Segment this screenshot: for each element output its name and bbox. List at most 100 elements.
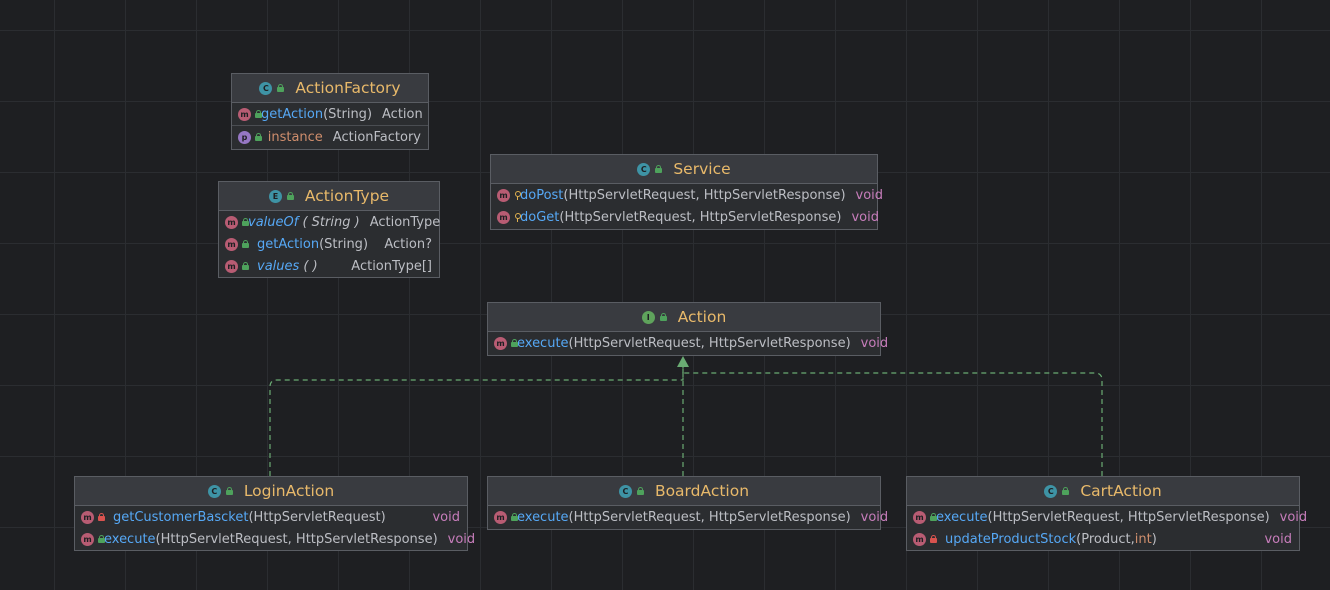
method-icon: m xyxy=(81,510,94,524)
method-name: values xyxy=(257,258,300,274)
method-icon: m xyxy=(497,188,510,202)
method-name: execute xyxy=(936,509,988,525)
method-params: HttpServletRequest, HttpServletResponse xyxy=(160,531,433,547)
method-params: HttpServletRequest, HttpServletResponse xyxy=(573,335,846,351)
abstract-method-icon: m xyxy=(494,336,507,350)
cartaction-realizes-action-line xyxy=(683,372,1103,476)
class-icon: C xyxy=(618,484,632,498)
method-params: String xyxy=(324,236,363,252)
method-name: doPost xyxy=(520,187,564,203)
class-header: C BoardAction xyxy=(488,477,880,506)
return-type: void xyxy=(1279,509,1308,525)
public-lock-icon xyxy=(659,312,668,322)
method-row[interactable]: m execute(HttpServletRequest, HttpServle… xyxy=(907,506,1307,528)
class-header: C Service xyxy=(491,155,877,184)
method-params: HttpServletRequest, HttpServletResponse xyxy=(564,209,837,225)
property-row[interactable]: p instance ActionFactory xyxy=(232,125,428,148)
method-name: updateProductStock xyxy=(945,531,1077,547)
public-lock-icon xyxy=(654,164,663,174)
method-row[interactable]: m values ( ) ActionType[] xyxy=(219,255,439,277)
return-type: void xyxy=(432,509,460,525)
class-name: Action xyxy=(677,308,727,326)
method-name: doGet xyxy=(520,209,560,225)
public-lock-icon xyxy=(241,239,250,249)
private-lock-icon xyxy=(97,512,106,522)
class-header: C CartAction xyxy=(907,477,1299,506)
method-icon: m xyxy=(913,532,926,546)
method-icon: m xyxy=(494,510,507,524)
property-name: instance xyxy=(267,129,323,145)
public-lock-icon xyxy=(241,261,250,271)
private-lock-icon xyxy=(929,534,938,544)
static-method-icon: m xyxy=(225,215,238,229)
enum-actiontype[interactable]: E ActionType m valueOf ( String ) Action… xyxy=(218,181,440,278)
interface-icon: I xyxy=(641,310,655,324)
public-lock-icon xyxy=(1061,486,1070,496)
class-name: ActionType xyxy=(304,187,390,205)
class-actionfactory[interactable]: C ActionFactory m getAction(String) Acti… xyxy=(231,73,429,150)
class-loginaction[interactable]: C LoginAction m getCustomerBascket(HttpS… xyxy=(74,476,475,551)
method-name: getAction xyxy=(261,106,324,122)
method-params: HttpServletRequest, HttpServletResponse xyxy=(992,509,1265,525)
method-params: Product, xyxy=(1081,531,1135,547)
class-icon: C xyxy=(637,162,651,176)
return-type: void xyxy=(860,335,889,351)
method-row[interactable]: m getAction(String) Action? xyxy=(219,233,439,255)
return-type: ActionType[] xyxy=(351,258,432,274)
class-header: I Action xyxy=(488,303,880,332)
class-boardaction[interactable]: C BoardAction m execute(HttpServletReque… xyxy=(487,476,888,530)
method-name: execute xyxy=(104,531,156,547)
public-lock-icon xyxy=(636,486,645,496)
class-name: LoginAction xyxy=(243,482,335,500)
method-icon: m xyxy=(238,107,251,121)
class-icon: C xyxy=(207,484,221,498)
method-params: HttpServletRequest, HttpServletResponse xyxy=(573,509,846,525)
class-header: C ActionFactory xyxy=(232,74,428,103)
class-header: E ActionType xyxy=(219,182,439,211)
public-lock-icon xyxy=(254,132,262,142)
method-row[interactable]: m doGet(HttpServletRequest, HttpServletR… xyxy=(491,206,879,228)
method-params: HttpServletRequest, HttpServletResponse xyxy=(568,187,841,203)
public-lock-icon xyxy=(225,486,234,496)
property-icon: p xyxy=(238,130,251,144)
method-row[interactable]: m execute(HttpServletRequest, HttpServle… xyxy=(75,528,475,550)
method-row[interactable]: m execute(HttpServletRequest, HttpServle… xyxy=(488,506,888,528)
public-lock-icon xyxy=(286,191,295,201)
method-row[interactable]: m getAction(String) Action xyxy=(232,103,428,125)
method-icon: m xyxy=(225,237,238,251)
class-icon: C xyxy=(1044,484,1058,498)
public-lock-icon xyxy=(276,83,285,93)
method-icon: m xyxy=(913,510,926,524)
method-row[interactable]: m updateProductStock(Product, int) void xyxy=(907,528,1299,550)
class-service[interactable]: C Service m doPost(HttpServletRequest, H… xyxy=(490,154,883,230)
method-row[interactable]: m execute(HttpServletRequest, HttpServle… xyxy=(488,332,888,354)
method-name: execute xyxy=(517,335,569,351)
method-params: String xyxy=(311,214,351,230)
method-row[interactable]: m valueOf ( String ) ActionType xyxy=(219,211,441,233)
method-params: HttpServletRequest xyxy=(253,509,381,525)
return-type: Action? xyxy=(384,236,432,252)
loginaction-realizes-action-line xyxy=(269,366,684,476)
method-params: String xyxy=(328,106,367,122)
class-cartaction[interactable]: C CartAction m execute(HttpServletReques… xyxy=(906,476,1307,551)
class-icon: C xyxy=(259,81,273,95)
return-type: void xyxy=(851,209,879,225)
enum-icon: E xyxy=(268,189,282,203)
method-name: valueOf xyxy=(248,214,299,230)
class-name: BoardAction xyxy=(654,482,750,500)
return-type: ActionType xyxy=(369,214,441,230)
class-name: ActionFactory xyxy=(295,79,401,97)
return-type: void xyxy=(447,531,476,547)
class-name: CartAction xyxy=(1080,482,1162,500)
interface-action[interactable]: I Action m execute(HttpServletRequest, H… xyxy=(487,302,888,356)
return-type: void xyxy=(855,187,884,203)
return-type: void xyxy=(1264,531,1292,547)
realization-arrowhead xyxy=(677,356,689,367)
static-method-icon: m xyxy=(225,259,238,273)
method-name: getCustomerBascket xyxy=(113,509,249,525)
property-type: ActionFactory xyxy=(332,129,421,145)
method-row[interactable]: m doPost(HttpServletRequest, HttpServlet… xyxy=(491,184,883,206)
method-row[interactable]: m getCustomerBascket(HttpServletRequest)… xyxy=(75,506,467,528)
method-param-keyword: int xyxy=(1134,531,1152,547)
